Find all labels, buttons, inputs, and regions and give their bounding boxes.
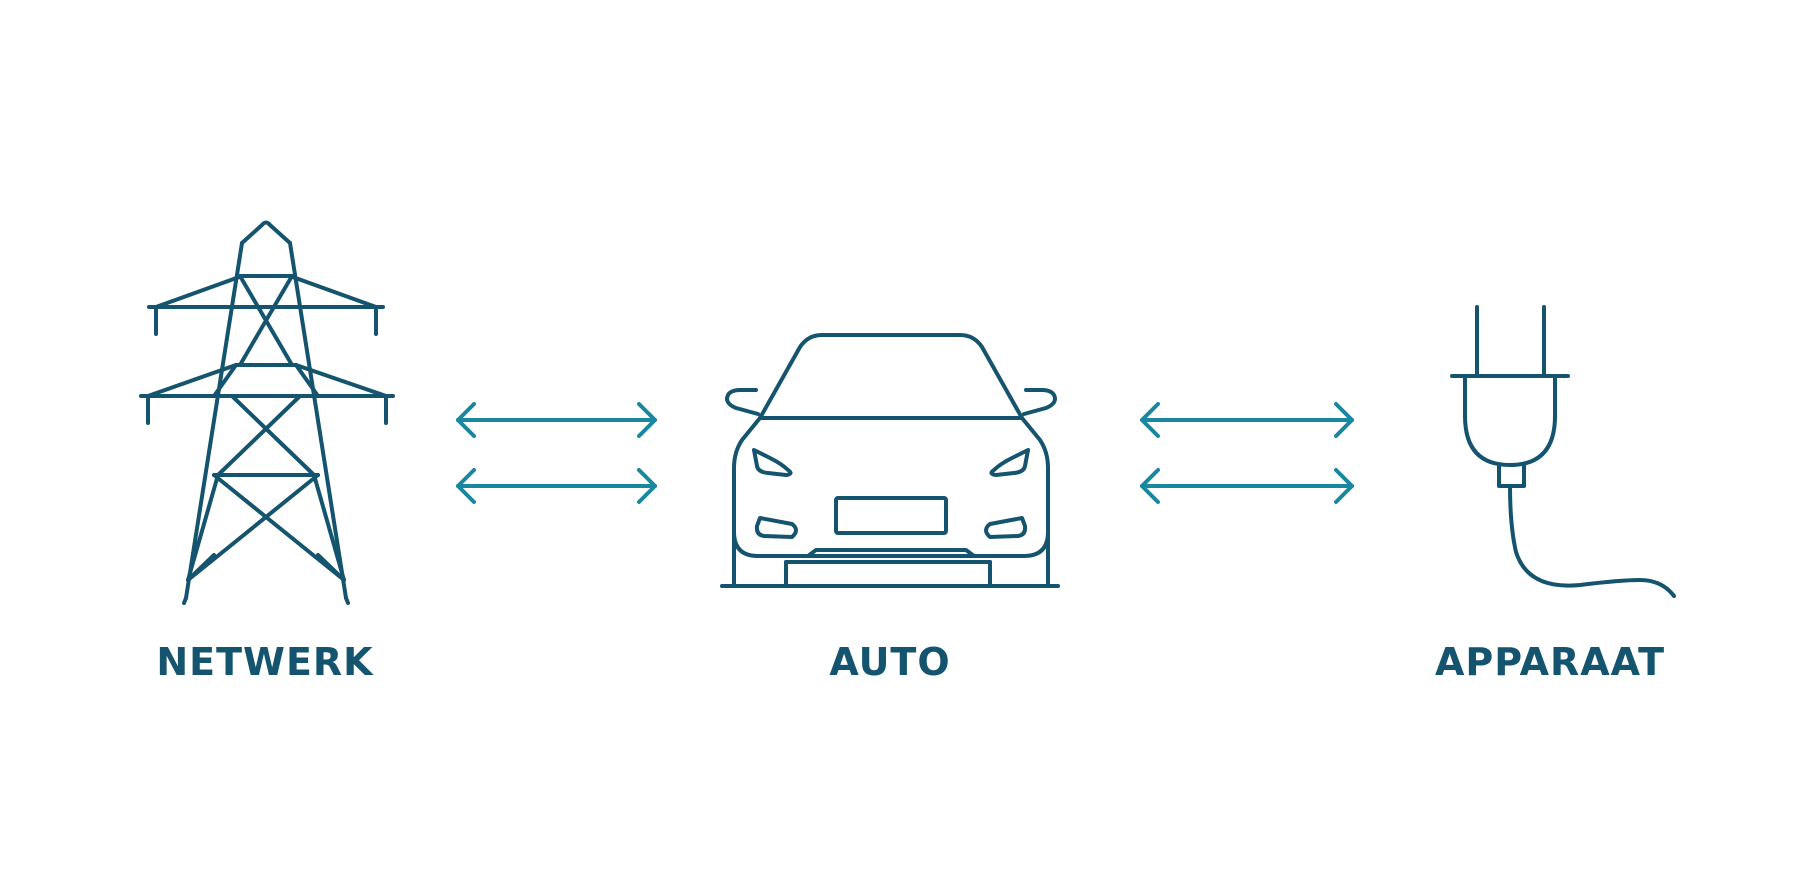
power-pylon-icon [139,220,395,605]
label-device: APPARAAT [1434,640,1666,684]
plug-icon [1450,305,1676,598]
label-grid: NETWERK [156,640,374,684]
connector-grid-car [450,395,665,510]
double-arrow-icon [1140,402,1354,504]
node-grid [139,210,395,610]
node-car [710,320,1075,595]
node-device [1440,290,1690,610]
label-car: AUTO [829,640,951,684]
car-front-icon [720,333,1060,588]
double-arrow-icon [456,402,657,504]
connector-car-device [1130,395,1360,510]
